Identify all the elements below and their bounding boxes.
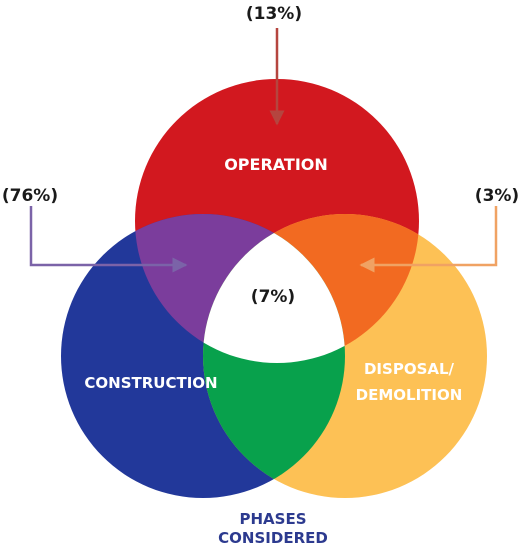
operation-construction-percentage: (76%) [2, 186, 58, 206]
caption-line2: CONSIDERED [218, 529, 328, 547]
disposal-label-line2: DEMOLITION [356, 386, 463, 404]
center-overlap [203, 214, 345, 363]
construction-label: CONSTRUCTION [84, 374, 217, 392]
center-percentage: (7%) [251, 287, 295, 307]
operation-disposal-percentage: (3%) [475, 186, 519, 206]
disposal-label-line1: DISPOSAL/ [364, 360, 455, 378]
operation-label: OPERATION [224, 155, 328, 174]
caption-line1: PHASES [239, 510, 306, 528]
operation-disposal-callout-arrow [359, 206, 498, 273]
operation-percentage: (13%) [246, 4, 302, 24]
operation-construction-callout-arrow [29, 206, 188, 273]
